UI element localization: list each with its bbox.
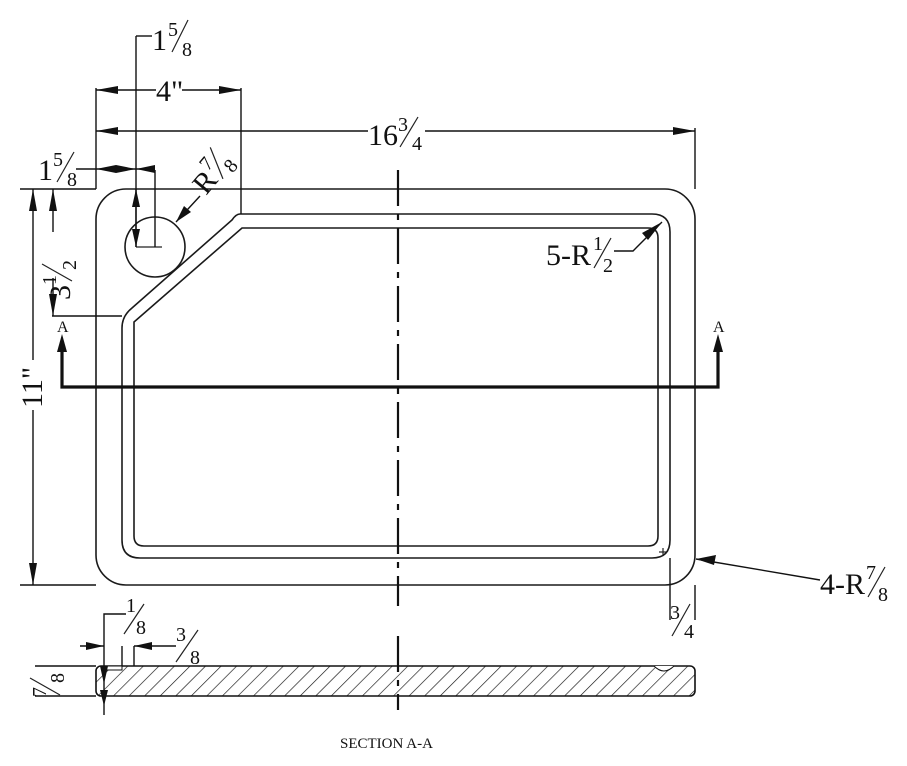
svg-text:4: 4 xyxy=(684,621,694,643)
svg-text:3: 3 xyxy=(398,114,408,136)
svg-text:16: 16 xyxy=(368,119,398,152)
svg-text:8: 8 xyxy=(47,673,69,683)
svg-text:8: 8 xyxy=(190,647,200,669)
dim-groove-depth: 1 8 xyxy=(123,595,146,639)
tray-rim-outline xyxy=(121,213,671,559)
section-marker-left: A xyxy=(57,319,69,336)
svg-text:5-R: 5-R xyxy=(546,239,591,272)
svg-text:8: 8 xyxy=(67,169,77,191)
dim-chamfer-height: 3 1 2 xyxy=(39,260,81,300)
svg-text:3: 3 xyxy=(176,624,186,646)
svg-text:7: 7 xyxy=(29,687,51,697)
svg-text:5: 5 xyxy=(53,149,63,171)
dim-inner-corner-radius: 5-R 1 2 xyxy=(546,233,613,277)
dim-rim-width: 3 4 xyxy=(670,602,694,643)
section-arrow-left xyxy=(57,334,67,352)
svg-text:2: 2 xyxy=(59,260,81,270)
svg-text:1: 1 xyxy=(39,275,61,285)
dim-drain-x: 4" xyxy=(156,75,183,108)
dim-drain-top-label: 1 5 8 xyxy=(152,19,192,61)
section-line-a-a xyxy=(60,346,720,389)
svg-text:8: 8 xyxy=(878,584,888,606)
svg-text:8: 8 xyxy=(219,155,242,177)
dim-overall-height: 11" xyxy=(16,367,49,408)
svg-text:1: 1 xyxy=(126,595,136,617)
section-title: SECTION A-A xyxy=(340,736,433,752)
section-arrow-right xyxy=(713,334,723,352)
svg-text:8: 8 xyxy=(182,39,192,61)
svg-text:1: 1 xyxy=(593,233,603,255)
dim-overall-width: 16 3 4 xyxy=(368,114,422,155)
section-body xyxy=(95,665,696,697)
dim-outer-corner-radius: 4-R 7 8 xyxy=(820,562,888,606)
svg-text:4-R: 4-R xyxy=(820,568,865,601)
section-marker-right: A xyxy=(713,319,725,336)
svg-text:3: 3 xyxy=(670,602,680,624)
svg-text:7: 7 xyxy=(866,562,876,584)
svg-text:8: 8 xyxy=(136,617,146,639)
dim-thickness: 7 8 xyxy=(29,673,69,697)
svg-text:1: 1 xyxy=(152,24,167,57)
svg-text:4: 4 xyxy=(412,133,422,155)
svg-text:5: 5 xyxy=(168,19,178,41)
dim-drain-radius: R 7 8 xyxy=(186,147,243,200)
svg-text:2: 2 xyxy=(603,255,613,277)
dim-drain-left-label: 1 5 8 xyxy=(38,149,77,191)
svg-text:3: 3 xyxy=(44,285,77,300)
dim-groove-width: 3 8 xyxy=(175,624,200,669)
svg-text:1: 1 xyxy=(38,154,53,187)
